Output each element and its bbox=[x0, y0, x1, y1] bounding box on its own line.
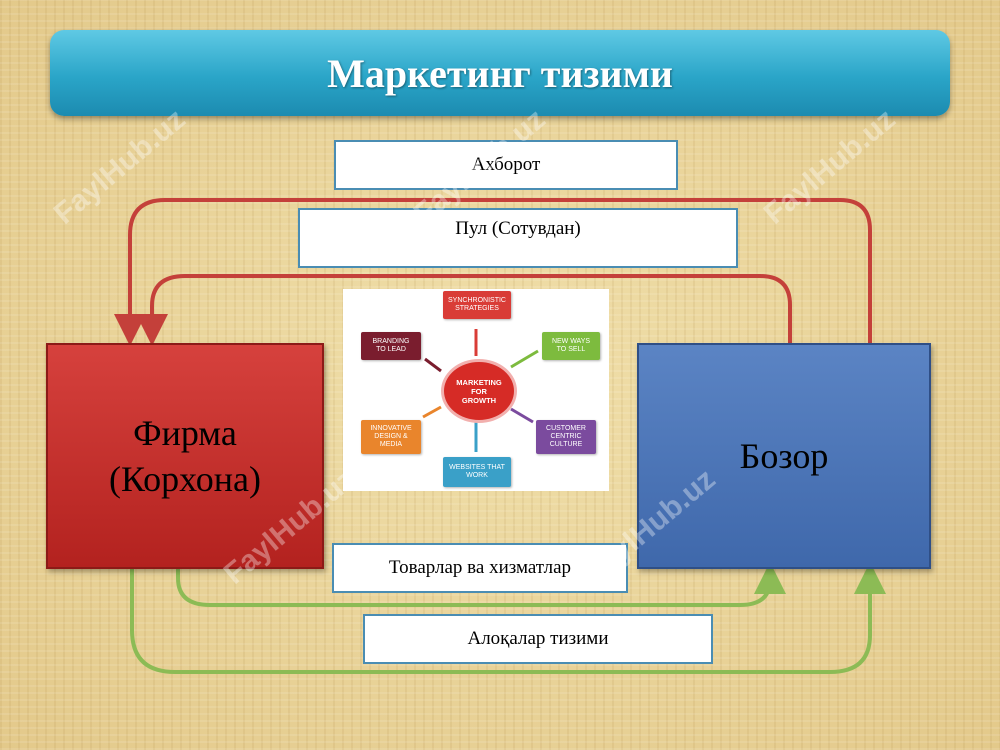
arrow-down-left-icon bbox=[422, 405, 442, 419]
growth-tile-strategies: SYNCHRONISTIC STRATEGIES bbox=[443, 291, 511, 319]
growth-tile-design: INNOVATIVE DESIGN & MEDIA bbox=[361, 420, 421, 454]
arrow-up-right-icon bbox=[510, 349, 539, 369]
money-arrow bbox=[136, 274, 792, 346]
growth-tile-websites: WEBSITES THAT WORK bbox=[443, 457, 511, 487]
information-label-box: Ахборот bbox=[334, 140, 678, 190]
goods-label: Товарлар ва хизматлар bbox=[388, 557, 572, 578]
marketing-growth-image: SYNCHRONISTIC STRATEGIES NEW WAYS TO SEL… bbox=[343, 289, 609, 491]
firm-label: Фирма (Корхона) bbox=[108, 413, 262, 499]
money-label: Пул (Сотувдан) bbox=[455, 218, 581, 239]
communication-arrow bbox=[130, 562, 886, 674]
money-label-box: Пул (Сотувдан) bbox=[298, 208, 738, 268]
communication-label: Алоқалар тизими bbox=[467, 628, 609, 649]
growth-arrows bbox=[422, 329, 539, 452]
communication-label-box: Алоқалар тизими bbox=[363, 614, 713, 664]
growth-tile-new-ways: NEW WAYS TO SELL bbox=[542, 332, 600, 360]
firm-node: Фирма (Корхона) bbox=[46, 343, 324, 569]
market-label: Бозор bbox=[739, 436, 829, 476]
arrow-up-left-icon bbox=[424, 357, 442, 373]
arrow-down-right-icon bbox=[510, 407, 534, 424]
information-arrow bbox=[114, 198, 872, 346]
growth-tile-branding: BRANDING TO LEAD bbox=[361, 332, 421, 360]
title-banner: Маркетинг тизими bbox=[50, 30, 950, 116]
goods-arrow bbox=[176, 562, 786, 607]
growth-tile-customer: CUSTOMER CENTRIC CULTURE bbox=[536, 420, 596, 454]
goods-label-box: Товарлар ва хизматлар bbox=[332, 543, 628, 593]
information-label: Ахборот bbox=[471, 154, 541, 175]
market-node: Бозор bbox=[637, 343, 931, 569]
growth-center: MARKETING FOR GROWTH bbox=[441, 359, 517, 423]
slide-title: Маркетинг тизими bbox=[327, 50, 673, 96]
